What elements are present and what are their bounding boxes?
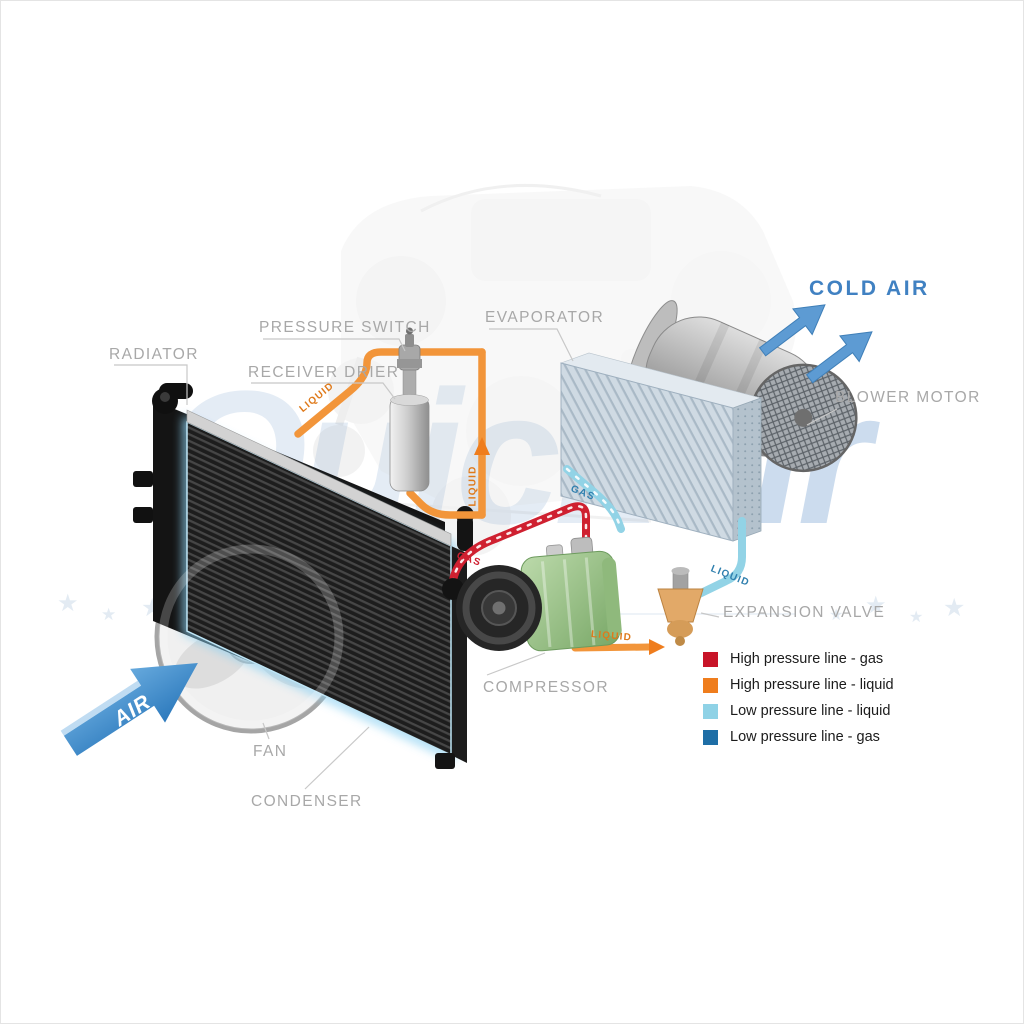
cold-air-arrows <box>758 304 873 384</box>
leader-lines <box>114 328 838 790</box>
star-icon: ★ <box>943 594 966 622</box>
receiver-drier-graphic <box>389 327 430 492</box>
legend-item: High pressure line - liquid <box>703 677 894 693</box>
evaporator-label: EVAPORATOR <box>485 309 605 326</box>
condenser-label: CONDENSER <box>251 793 363 810</box>
star-icon: ★ <box>865 592 887 619</box>
condenser-graphic <box>183 409 474 769</box>
legend-label-lp-liquid: Low pressure line - liquid <box>730 703 891 719</box>
expansion-valve-graphic <box>657 567 704 646</box>
high-pressure-liquid-pipes <box>294 348 665 655</box>
star-icon: ★ <box>829 607 844 624</box>
fan-shroud-ring <box>158 544 344 730</box>
expansion-valve-label: EXPANSION VALVE <box>723 604 886 621</box>
legend-item: Low pressure line - liquid <box>703 703 894 719</box>
star-icon: ★ <box>57 590 79 617</box>
legend-swatch-lp-gas <box>703 729 718 745</box>
pipe-label-riser-liquid: LIQUID <box>467 465 479 507</box>
compressor-graphic <box>456 536 622 652</box>
radiator-label: RADIATOR <box>109 346 199 363</box>
legend-swatch-lp-liquid <box>703 703 718 719</box>
pressure-switch-label: PRESSURE SWITCH <box>259 319 431 336</box>
legend: High pressure line - gas High pressure l… <box>703 651 894 755</box>
fan-label: FAN <box>253 743 288 760</box>
legend-label-hp-gas: High pressure line - gas <box>730 651 884 667</box>
legend-label-hp-liquid: High pressure line - liquid <box>730 677 894 693</box>
legend-item: Low pressure line - gas <box>703 729 894 745</box>
compressor-label: COMPRESSOR <box>483 679 609 696</box>
receiver-drier-label: RECEIVER DRIER <box>248 364 400 381</box>
pressure-switch-graphic <box>397 327 422 371</box>
low-pressure-pipes <box>563 465 746 606</box>
legend-swatch-hp-liquid <box>703 677 718 693</box>
legend-item: High pressure line - gas <box>703 651 894 667</box>
legend-swatch-hp-gas <box>703 651 718 667</box>
star-icon: ★ <box>909 609 924 626</box>
star-icon: ★ <box>101 605 117 624</box>
blower-motor-label: BLOWER MOTOR <box>835 389 981 406</box>
cold-air-label: COLD AIR <box>809 277 930 300</box>
legend-label-lp-gas: Low pressure line - gas <box>730 729 880 745</box>
air-arrow <box>60 663 198 756</box>
